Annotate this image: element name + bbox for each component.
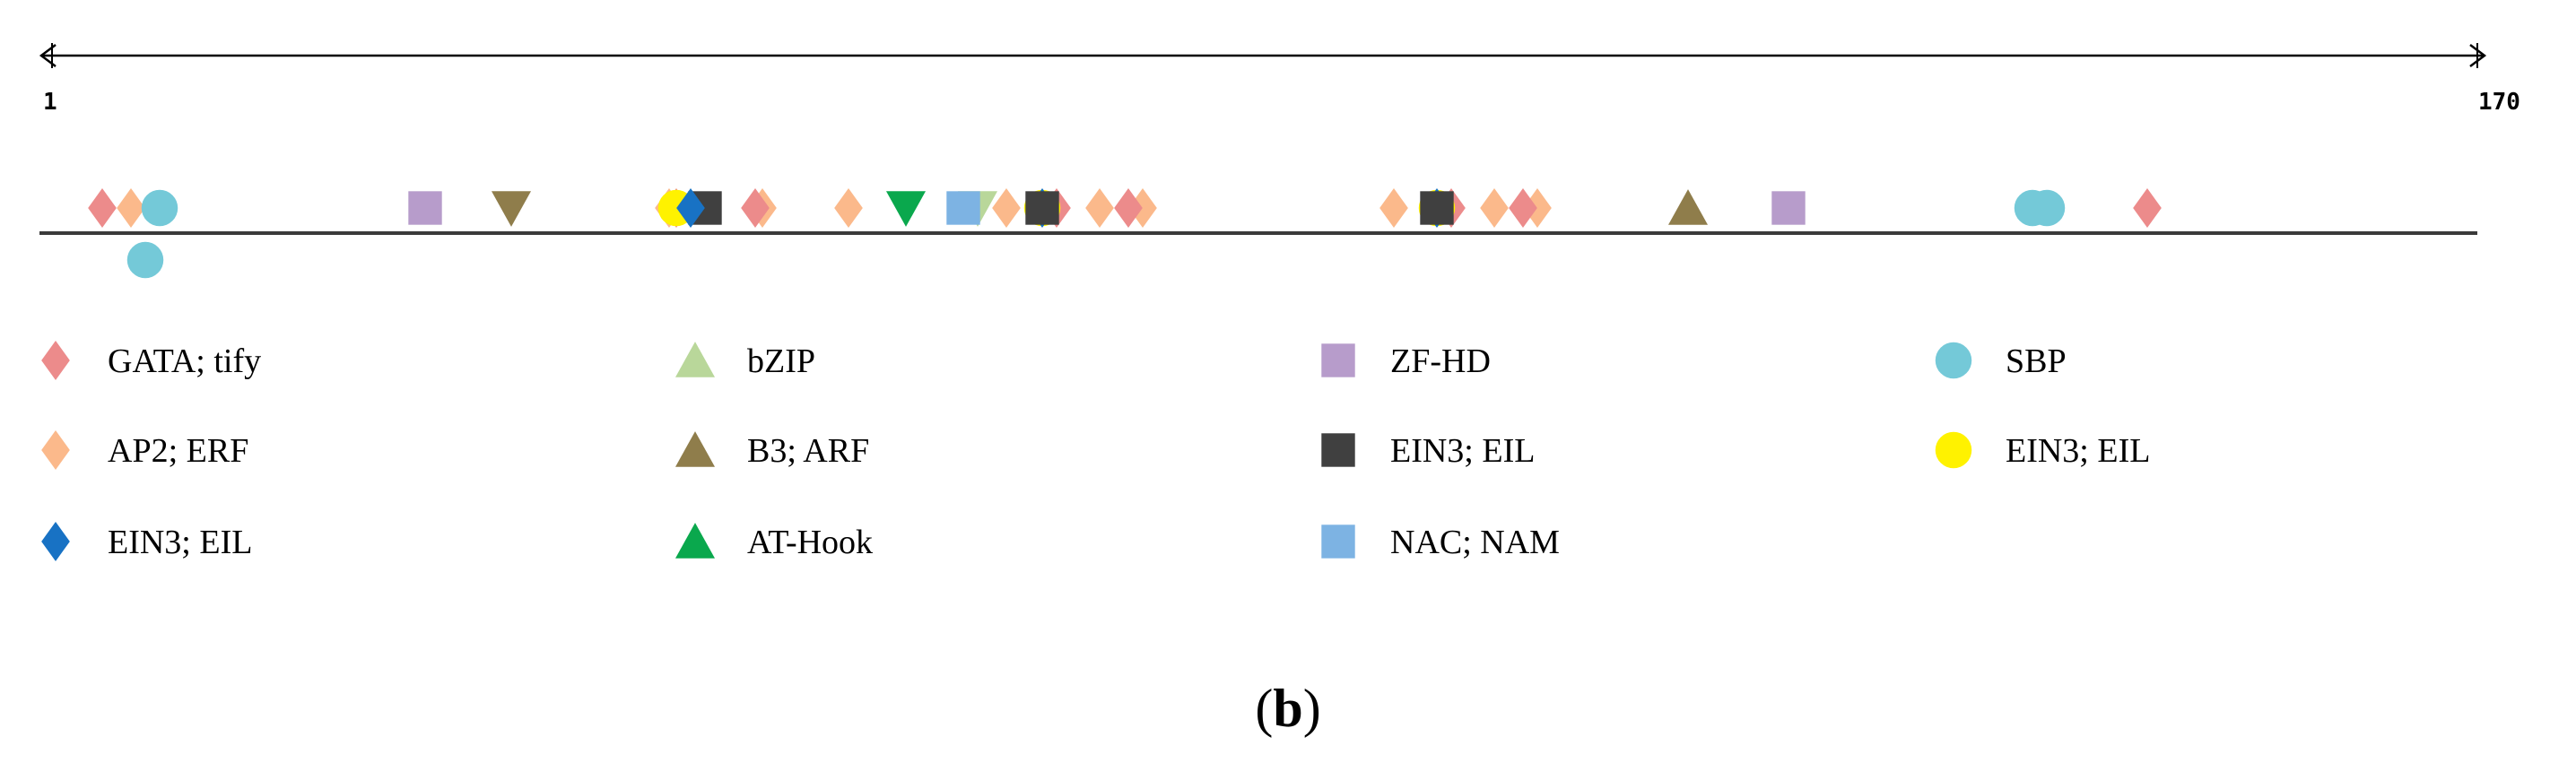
- site-gata-21: [741, 188, 770, 228]
- site-sbp-38: [2014, 189, 2051, 227]
- legend-marker-ein3-blue: [41, 522, 70, 561]
- legend-label-athook: AT-Hook: [747, 524, 873, 561]
- legend-marker-b3: [675, 431, 715, 467]
- legend-label-nac: NAC; NAM: [1390, 524, 1560, 561]
- legend-label-ein3-black: EIN3; EIL: [1390, 432, 1535, 470]
- site-gata-25: [1114, 188, 1143, 228]
- legend-marker-gata: [41, 341, 70, 380]
- legend-label-ein3-yellow: EIN3; EIL: [2006, 432, 2150, 470]
- legend-label-gata: GATA; tify: [108, 342, 261, 380]
- legend-marker-athook: [675, 523, 715, 559]
- legend-label-sbp: SBP: [2006, 342, 2067, 380]
- legend-marker-bzip: [675, 342, 715, 377]
- legend-item-athook: AT-Hook: [675, 523, 873, 561]
- legend-label-zfhd: ZF-HD: [1390, 342, 1491, 380]
- site-gata-33: [1509, 188, 1537, 228]
- legend-item-b3: B3; ARF: [675, 431, 869, 470]
- site-ap2-10: [834, 188, 863, 228]
- panel-label-letter: b: [1273, 679, 1302, 738]
- legend-marker-ap2: [41, 430, 70, 470]
- legend-label-ein3-blue: EIN3; EIL: [108, 524, 252, 561]
- legend-item-nac: NAC; NAM: [1321, 524, 1560, 561]
- legend-marker-ein3-yellow: [1935, 431, 1972, 469]
- legend-item-ein3-blue: EIN3; EIL: [41, 522, 252, 561]
- legend-marker-nac: [1321, 524, 1355, 559]
- site-sbp-3: [141, 189, 178, 227]
- site-ap2-24: [1085, 188, 1114, 228]
- site-ein3-black-23: [1025, 191, 1059, 225]
- panel-label: (b): [1255, 679, 1320, 738]
- site-b3-6: [492, 191, 531, 227]
- legend-item-sbp: SBP: [1935, 342, 2067, 380]
- scale-right-arrow: [2469, 44, 2487, 67]
- scale-left-arrow: [39, 44, 57, 67]
- legend-item-zfhd: ZF-HD: [1321, 342, 1491, 380]
- legend-label-ap2: AP2; ERF: [108, 432, 248, 470]
- legend-marker-ein3-black: [1321, 433, 1355, 467]
- legend-marker-zfhd: [1321, 343, 1355, 377]
- site-zfhd-35: [1771, 191, 1806, 225]
- legend-item-ap2: AP2; ERF: [41, 430, 248, 470]
- legend-marker-sbp: [1935, 342, 1972, 379]
- site-sbp-4: [126, 241, 164, 279]
- site-nac-22: [946, 191, 980, 225]
- legend-item-ein3-yellow: EIN3; EIL: [1935, 431, 2150, 470]
- legend-label-b3: B3; ARF: [747, 432, 869, 470]
- motif-sites: [88, 188, 2162, 279]
- site-ein3-blue-20: [676, 188, 705, 228]
- site-athook-11: [886, 191, 926, 227]
- site-ap2-32: [1480, 188, 1509, 228]
- site-b3-34: [1668, 189, 1708, 225]
- site-ap2-13: [992, 188, 1021, 228]
- panel-label-close: ): [1303, 679, 1321, 738]
- legend-item-ein3-black: EIN3; EIL: [1321, 432, 1535, 470]
- scale-start-label: 1: [43, 89, 57, 116]
- site-gata-37: [2133, 188, 2162, 228]
- legend-item-gata: GATA; tify: [41, 341, 261, 380]
- site-zfhd-5: [408, 191, 442, 225]
- scale-ruler: 1 170: [39, 43, 2520, 116]
- site-ap2-30: [1523, 188, 1552, 228]
- site-ap2-26: [1379, 188, 1408, 228]
- legend-label-bzip: bZIP: [747, 342, 815, 380]
- site-gata-1: [88, 188, 117, 228]
- panel-label-open: (: [1255, 679, 1273, 738]
- legend-item-bzip: bZIP: [675, 342, 815, 380]
- site-ein3-black-31: [1420, 191, 1454, 225]
- scale-end-label: 170: [2478, 89, 2520, 116]
- site-ap2-2: [117, 188, 145, 228]
- site-ap2-17: [1128, 188, 1157, 228]
